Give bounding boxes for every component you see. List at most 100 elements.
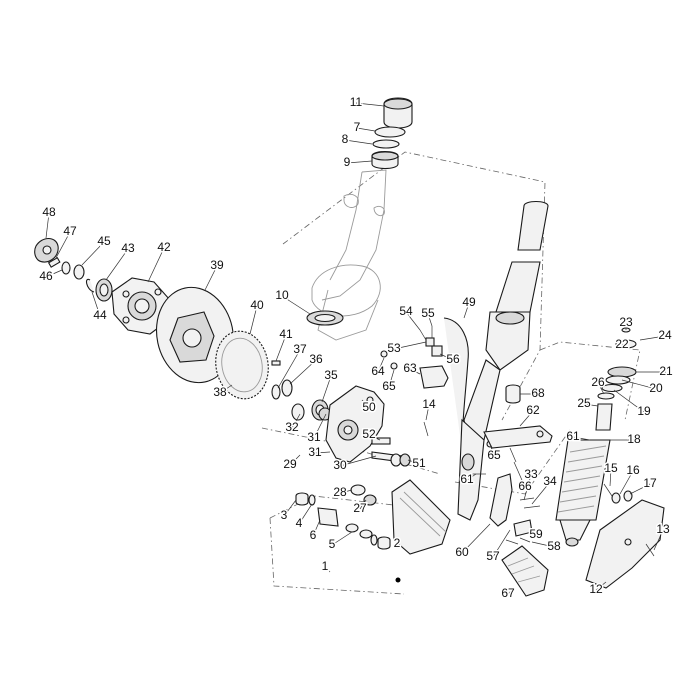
bushing-3b [377,536,391,550]
washer-5a [345,523,359,533]
callout-number: 52 [362,427,376,441]
leader-line [105,248,129,281]
callout-number: 61 [460,472,474,486]
leader-line [339,489,353,494]
leader-line [81,241,105,266]
spacer-32 [291,403,305,421]
callout-number: 46 [39,269,53,283]
leader-line [396,539,401,545]
leader-line [275,334,287,362]
screw-59 [519,537,531,543]
screw-64 [380,350,388,358]
callout-number: 24 [658,328,672,342]
callout-number: 55 [421,306,435,320]
pivot-parts [371,451,411,467]
callout-number: 65 [487,448,501,462]
callout-number: 1 [322,559,329,573]
callout-number: 8 [342,132,349,146]
leader-line [147,247,165,283]
ring-37 [271,384,281,400]
callout-number: 35 [324,368,338,382]
ring-4a [308,494,316,506]
leader-line [91,291,101,317]
callout-number: 27 [353,501,367,515]
callout-number: 14 [422,397,436,411]
leader-line [519,410,534,427]
callout-number: 62 [526,403,540,417]
leader-line [313,413,327,439]
leader-line [388,369,395,388]
callout-number: 17 [643,476,657,490]
leader-line [346,160,373,164]
nut-27 [363,494,377,506]
callout-number: 39 [210,258,224,272]
callout-number: 53 [387,341,401,355]
leader-line [344,139,373,145]
lever-57 [513,519,533,537]
screw-54 [419,329,427,341]
leader-line [629,483,651,495]
bearing-51 [399,453,411,467]
screw-13 [645,543,655,557]
callout-number: 9 [344,155,351,169]
leader-line [219,384,233,394]
callout-number: 57 [486,549,500,563]
leader-line [368,434,381,441]
washer-28 [350,484,366,496]
leader-line [609,468,612,487]
callout-number: 66 [518,479,532,493]
leader-line [463,302,470,319]
callout-number: 3 [281,508,288,522]
washer-5b [359,529,373,539]
boot-67 [501,545,549,597]
callout-number: 23 [619,315,633,329]
pivot-kit [295,492,391,550]
leader-line [466,473,477,481]
callout-number: 47 [63,224,77,238]
leader-line [529,527,537,536]
callout-number: 28 [333,485,347,499]
leader-line [312,519,321,537]
washer-7 [374,126,406,138]
callout-number: 26 [591,375,605,389]
leader-line [298,503,313,525]
callout-number: 63 [403,361,417,375]
leader-line [613,389,645,413]
carrier-50 [325,385,385,463]
upper-bearing-stack [371,97,413,170]
callout-number: 4 [296,516,303,530]
callout-number: 56 [446,352,460,366]
leader-line [653,529,664,551]
leader-line [377,357,385,373]
caliper-63 [419,365,449,389]
bolt-14 [423,421,429,437]
callout-number: 41 [279,327,293,341]
bullet-marker [308,437,314,443]
washer-20 [605,375,631,385]
callout-number: 68 [531,386,545,400]
callout-number: 20 [649,381,663,395]
leader-line [204,265,218,291]
callout-number: 61 [566,429,580,443]
leader-line [321,375,332,403]
callout-number: 13 [656,522,670,536]
callout-number: 2 [394,536,401,550]
leader-line [393,341,427,350]
washer-45 [73,264,85,280]
shock-absorber [555,327,637,547]
callout-number: 36 [309,352,323,366]
cable-clamp [419,326,443,357]
leader-line [359,499,367,510]
callout-number: 19 [637,404,651,418]
washer-16 [611,492,621,504]
callout-number: 6 [310,528,317,542]
washer-26 [597,392,615,400]
leader-line [289,359,317,385]
hub-42 [111,277,171,335]
callout-number: 5 [329,537,336,551]
steer-tube-top [517,200,549,251]
leader-line [507,587,515,595]
leader-line [249,305,258,335]
